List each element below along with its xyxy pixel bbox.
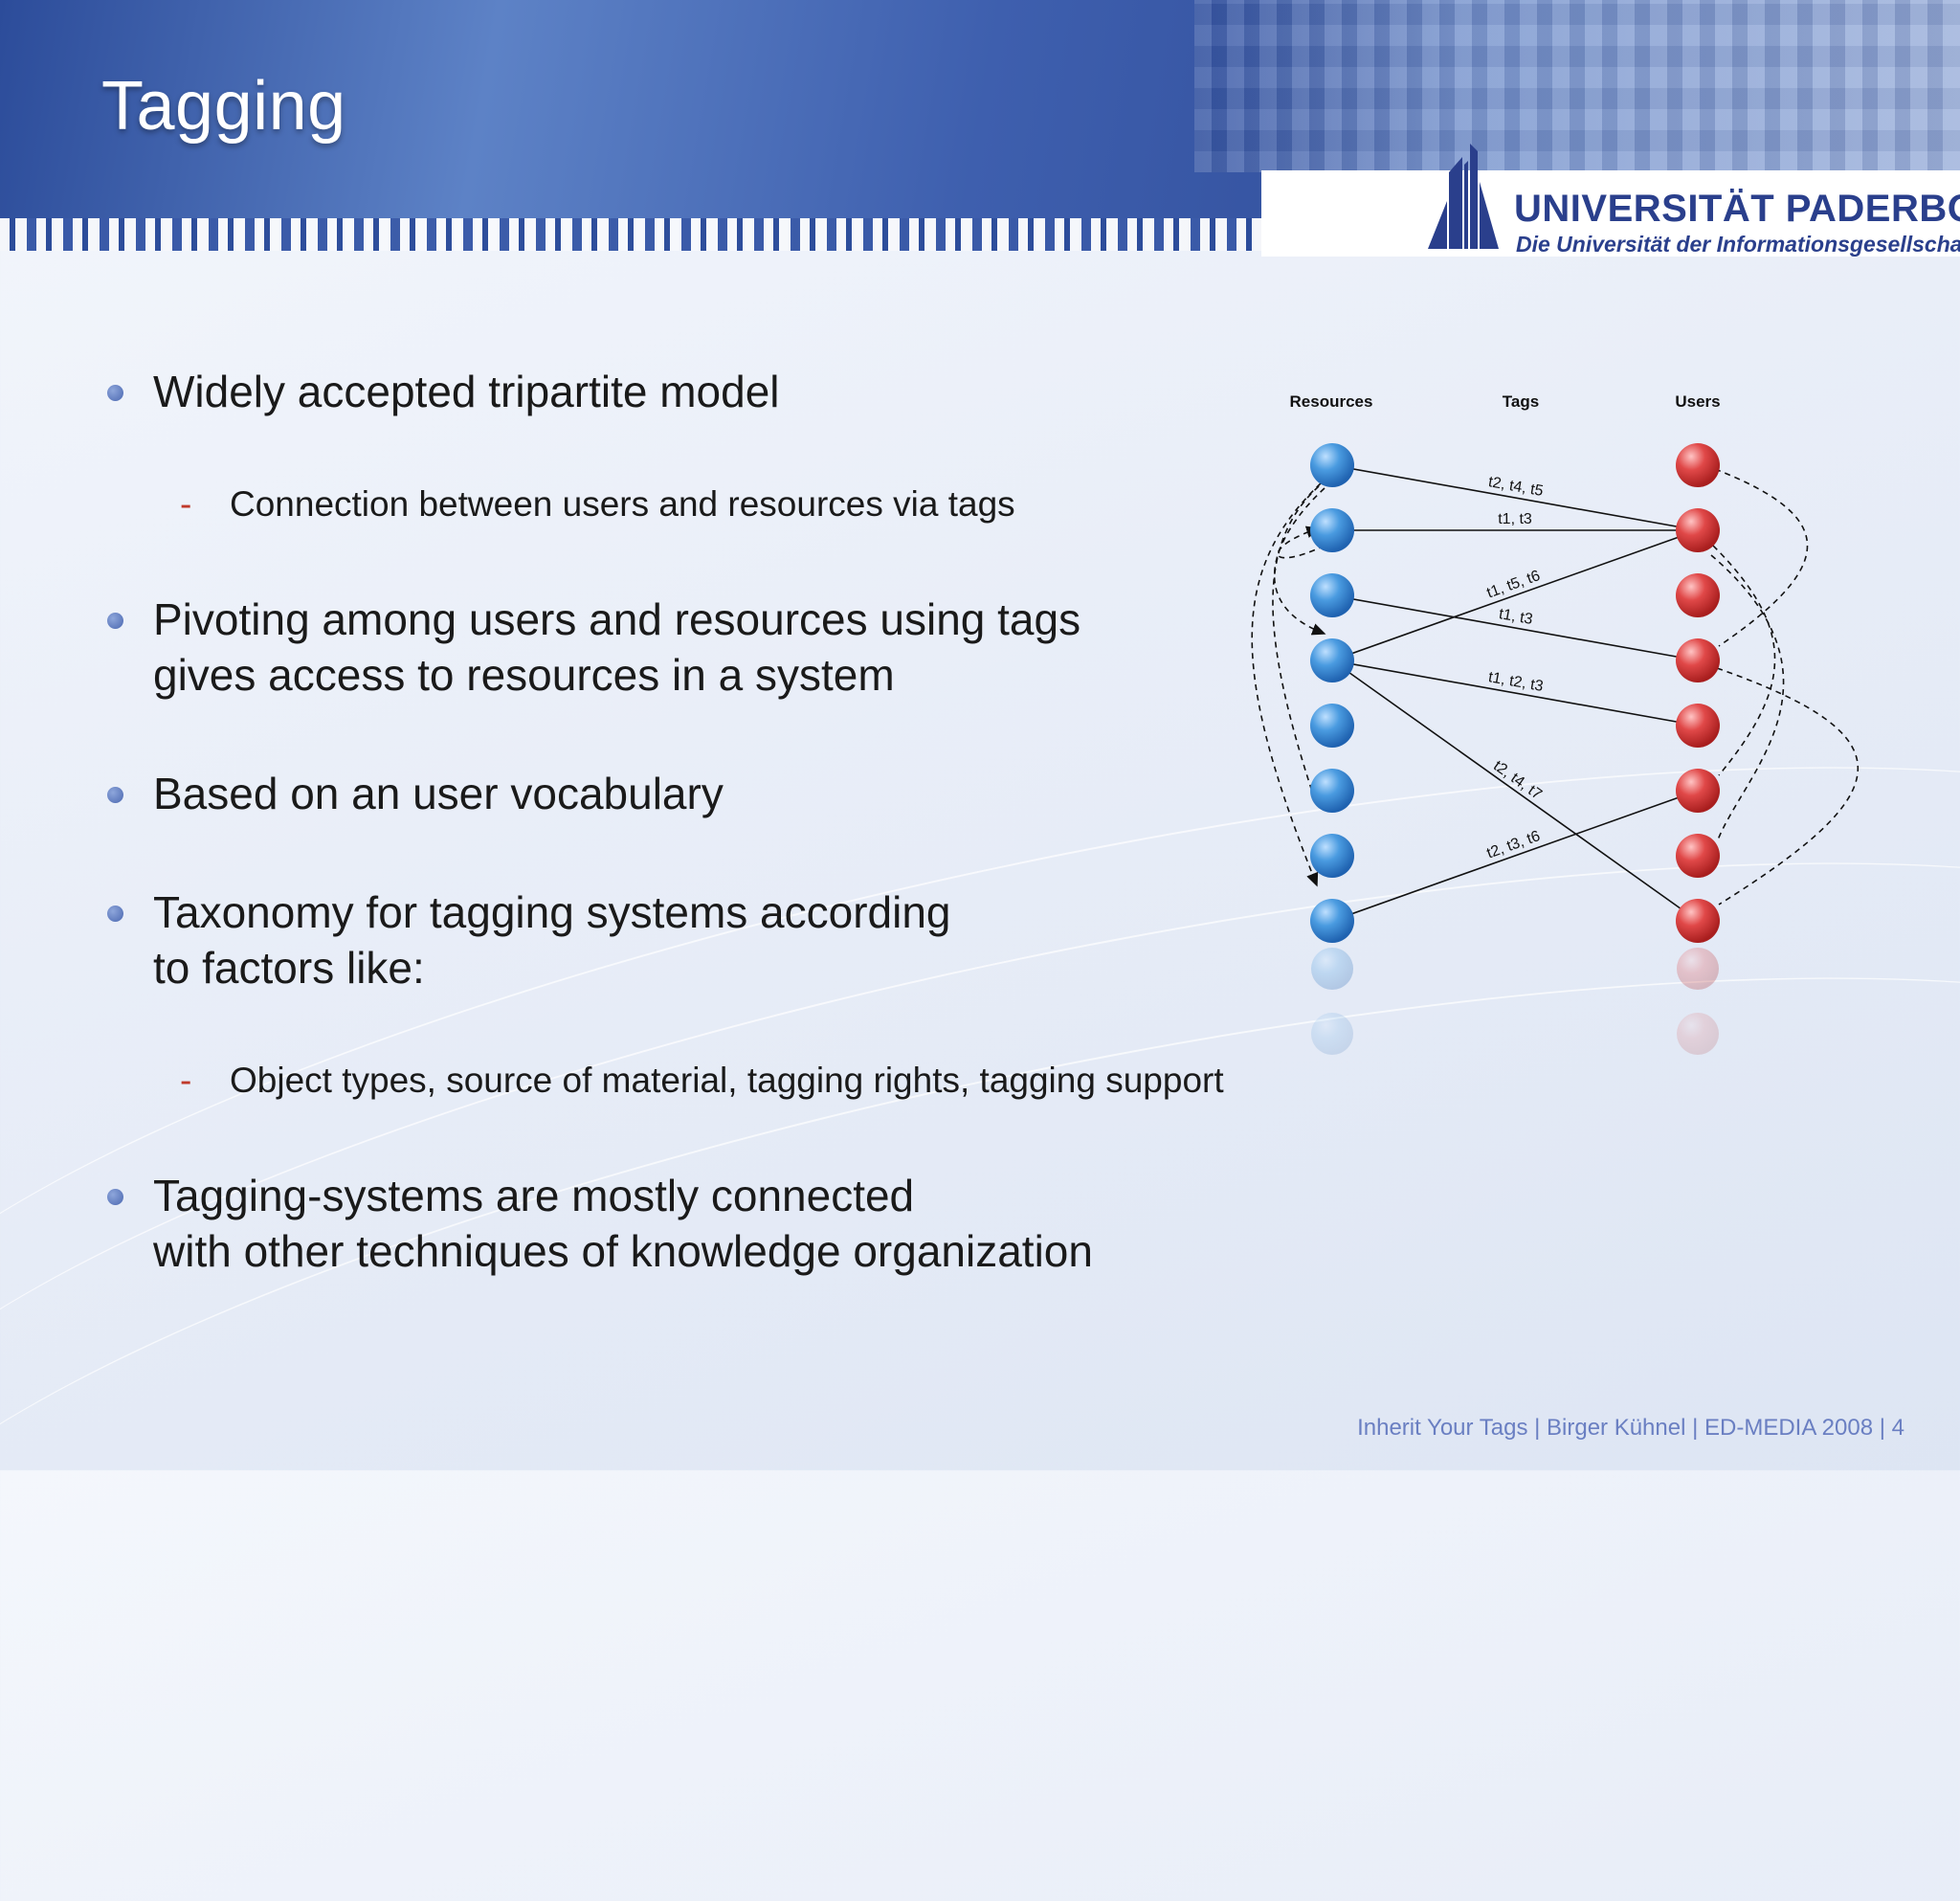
logo-panel: [1261, 170, 1960, 257]
university-name: UNIVERSITÄT PADERBORN: [1514, 188, 1960, 230]
resource-node: [1310, 638, 1354, 682]
resource-node: [1310, 573, 1354, 617]
tag-edge-label: t1, t3: [1498, 606, 1534, 628]
user-node: [1676, 899, 1720, 943]
header-stripe: [0, 218, 1416, 251]
university-logo-icon: [1428, 144, 1499, 249]
user-node: [1676, 443, 1720, 487]
bullet-text: with other techniques of knowledge organ…: [153, 1226, 1093, 1276]
dashed-links: [1251, 468, 1860, 906]
resource-node-reflection: [1311, 1013, 1353, 1055]
resource-node: [1310, 508, 1354, 552]
bullet-dot-icon: [107, 1189, 123, 1205]
tag-edge-label: t1, t3: [1498, 511, 1532, 527]
user-node: [1676, 704, 1720, 748]
slide-header: [0, 0, 1960, 251]
tag-edge: [1331, 594, 1699, 661]
bullet-text: to factors like:: [153, 943, 425, 993]
pivot-arrow: [1251, 482, 1322, 887]
sub-bullet-text: Connection between users and resources v…: [230, 484, 1015, 524]
bullet-text: gives access to resources in a system: [153, 650, 895, 700]
tag-edge: [1331, 464, 1699, 531]
tripartite-diagram: Resources Tags Users: [1244, 364, 1914, 1129]
resources-column-heading: Resources: [1289, 392, 1373, 411]
sub-bullet-text: Object types, source of material, taggin…: [230, 1061, 1224, 1100]
tag-edge: [1331, 660, 1699, 922]
university-tagline: Die Universität der Informationsgesellsc…: [1516, 232, 1960, 257]
user-link: [1710, 554, 1785, 843]
user-link: [1716, 667, 1860, 906]
user-link: [1712, 545, 1776, 776]
user-node-reflection: [1677, 1013, 1719, 1055]
bullet-dot-icon: [107, 385, 123, 401]
tag-edge-label: t2, t4, t5: [1487, 474, 1545, 500]
pivot-arrow: [1273, 487, 1326, 636]
resource-node-reflection: [1311, 948, 1353, 990]
bullet-dot-icon: [107, 787, 123, 803]
dash-icon: -: [180, 1061, 192, 1100]
tag-edge-label: t1, t2, t3: [1487, 669, 1545, 695]
node-group: [1310, 443, 1720, 943]
tags-column-heading: Tags: [1502, 392, 1540, 411]
user-node: [1676, 638, 1720, 682]
resource-node: [1310, 834, 1354, 878]
dash-icon: -: [180, 484, 192, 524]
slide-title: Tagging: [101, 68, 346, 145]
bullet-text: Widely accepted tripartite model: [153, 367, 780, 416]
tag-edge: [1331, 529, 1699, 661]
bullet-text: Based on an user vocabulary: [153, 769, 724, 818]
resource-node: [1310, 443, 1354, 487]
user-node: [1676, 834, 1720, 878]
user-node: [1676, 573, 1720, 617]
resource-node: [1310, 769, 1354, 813]
slide-footer: Inherit Your Tags | Birger Kühnel | ED-M…: [1357, 1415, 1904, 1441]
tag-edge: [1331, 790, 1699, 922]
bullet-dot-icon: [107, 906, 123, 922]
resource-node: [1310, 704, 1354, 748]
bullet-dot-icon: [107, 613, 123, 629]
resource-node: [1310, 899, 1354, 943]
user-link: [1714, 468, 1809, 647]
user-node: [1676, 508, 1720, 552]
reflection: [1311, 948, 1719, 1055]
tag-edge: [1331, 660, 1699, 727]
users-column-heading: Users: [1675, 392, 1721, 411]
tag-edge-label: t2, t4, t7: [1490, 758, 1545, 803]
campus-photo-banner: [1194, 0, 1960, 172]
bullet-text: Tagging-systems are mostly connected: [153, 1171, 915, 1220]
user-node-reflection: [1677, 948, 1719, 990]
bullet-text: Taxonomy for tagging systems according: [153, 887, 951, 937]
user-node: [1676, 769, 1720, 813]
pivot-arrow: [1272, 485, 1320, 795]
bullet-text: Pivoting among users and resources using…: [153, 594, 1081, 644]
